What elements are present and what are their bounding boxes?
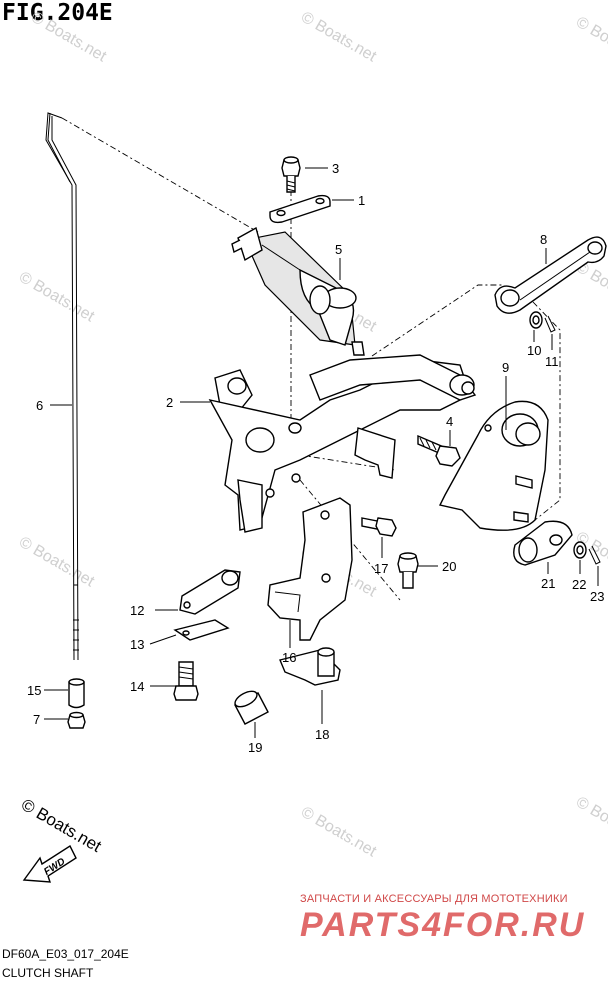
callout-7: 7: [33, 712, 40, 727]
callout-12: 12: [130, 603, 144, 618]
callout-23: 23: [590, 589, 604, 604]
part-10-washer: [529, 311, 543, 329]
watermark-boats: © Boats.net: [573, 14, 608, 71]
callout-10: 10: [527, 343, 541, 358]
figure-name: CLUTCH SHAFT: [2, 966, 94, 980]
watermark-boats-dark: © Boats.net: [18, 795, 105, 856]
callout-22: 22: [572, 577, 586, 592]
part-8-lever: [494, 236, 607, 314]
callout-18: 18: [315, 727, 329, 742]
fwd-arrow: FWD: [22, 844, 77, 883]
callout-11: 11: [545, 354, 559, 369]
part-22-washer: [573, 541, 587, 559]
watermark-boats: © Boats.net: [298, 804, 380, 861]
watermark-boats: © Boats.net: [16, 269, 98, 326]
part-1-plate: [269, 194, 331, 224]
part-2-bracket: [208, 354, 477, 533]
part-13-plate: [173, 619, 230, 641]
part-17-bolt: [361, 517, 397, 537]
part-6-clutch-rod: [45, 112, 79, 661]
part-7-nut: [67, 711, 86, 729]
watermark-parts-logo: PARTS4FOR.RU: [300, 906, 586, 944]
callout-19: 19: [248, 740, 262, 755]
part-11-cotter-pin: [544, 315, 556, 333]
watermark-boats: © Boats.net: [28, 9, 110, 66]
callout-9: 9: [502, 360, 509, 375]
part-12-bracket: [179, 569, 241, 615]
part-21-clevis: [513, 520, 573, 566]
part-3-bolt: [281, 156, 301, 193]
callout-15: 15: [27, 683, 41, 698]
part-19-sleeve: [234, 690, 269, 725]
callout-20: 20: [442, 559, 456, 574]
callout-16: 16: [282, 650, 296, 665]
part-14-bolt: [173, 661, 199, 701]
part-15-sleeve: [68, 678, 85, 709]
callout-4: 4: [446, 414, 453, 429]
watermark-boats: © Boats.net: [16, 534, 98, 591]
callout-14: 14: [130, 679, 144, 694]
callout-13: 13: [130, 637, 144, 652]
part-20-bolt: [397, 552, 419, 589]
watermark-boats: © Boats.net: [573, 794, 608, 851]
part-23-cotter-pin: [588, 545, 601, 565]
figure-code: DF60A_E03_017_204E: [2, 947, 129, 961]
callout-5: 5: [335, 242, 342, 257]
watermark-boats: © Boats.net: [298, 9, 380, 66]
leader-lines: [44, 167, 599, 738]
callout-8: 8: [540, 232, 547, 247]
part-5-shift-cam: [231, 226, 365, 356]
watermark-parts-subtitle: ЗАПЧАСТИ И АКСЕССУАРЫ ДЛЯ МОТОТЕХНИКИ: [300, 893, 568, 905]
part-9-cover-plate: [438, 400, 549, 531]
callout-6: 6: [36, 398, 43, 413]
callout-3: 3: [332, 161, 339, 176]
callouts: 3 1 5 2 4 6 8 9 10 11 12 13 14 15 7 16 1…: [27, 161, 604, 755]
part-18-shifter: [279, 647, 341, 686]
figure-title: FIG.204E: [2, 0, 113, 26]
callout-2: 2: [166, 395, 173, 410]
callout-17: 17: [374, 561, 388, 576]
part-4-bolt: [417, 434, 461, 467]
callout-1: 1: [358, 193, 365, 208]
callout-21: 21: [541, 576, 555, 591]
part-16-bracket-plate: [267, 497, 353, 641]
